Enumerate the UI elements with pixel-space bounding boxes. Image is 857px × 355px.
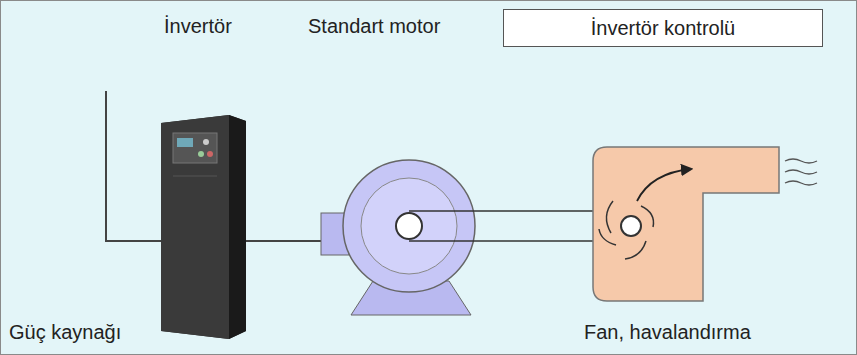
title-text: İnvertör kontrolü [591,17,736,40]
part-label: Standart motor [308,15,440,38]
power-wire [106,91,161,241]
motor-wire [237,240,321,242]
fan-housing [593,147,779,301]
part-label: İnvertör [164,15,232,38]
air-flow [785,159,817,185]
part-label: Güç kaynağı [9,321,121,344]
inverter-unit [161,115,246,339]
part-label: Fan, havalandırma [584,321,751,344]
title-box: İnvertör kontrolü [503,9,823,47]
standard-motor [321,160,475,315]
